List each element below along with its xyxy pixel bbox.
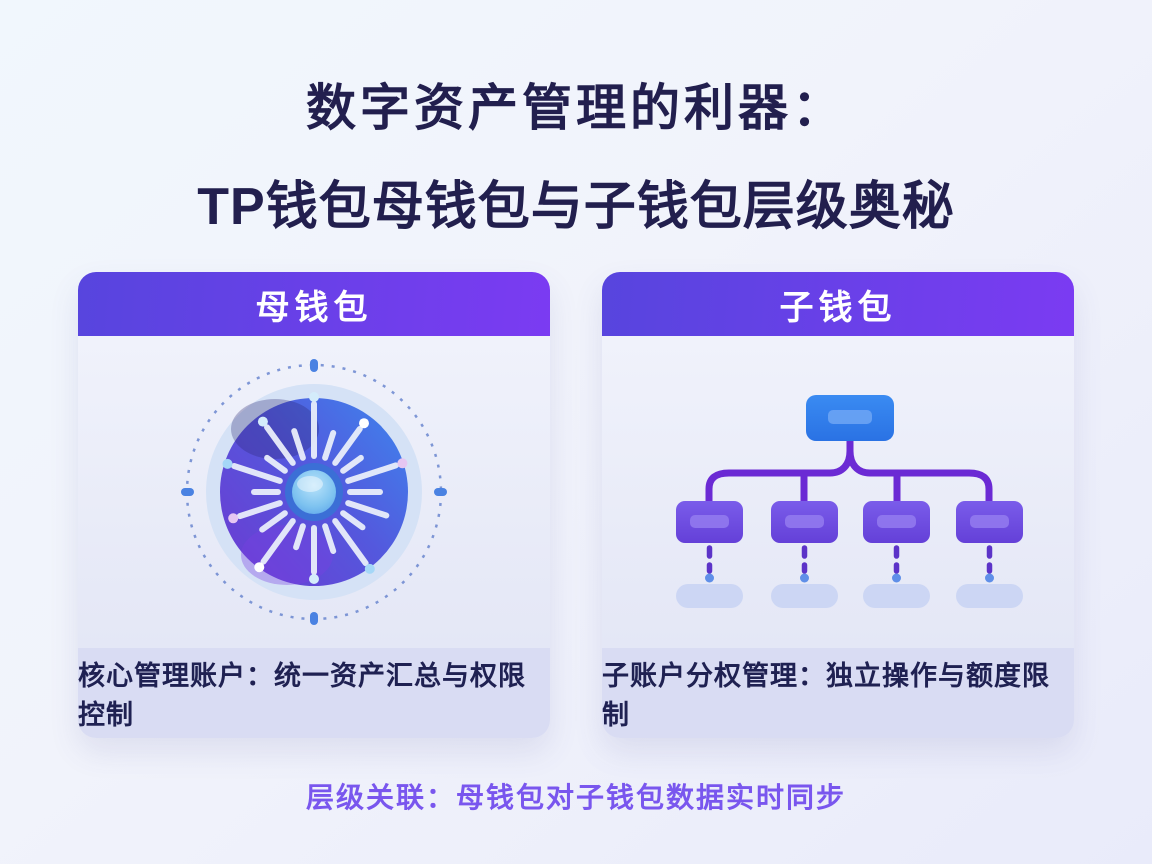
child-wallet-nodes bbox=[676, 501, 1023, 543]
ghost-node-3 bbox=[863, 584, 930, 608]
ghost-wallet-nodes bbox=[676, 584, 1023, 608]
hub-spoke-icon bbox=[181, 359, 447, 625]
connector-left-outer bbox=[705, 437, 854, 507]
child-wallet-header: 子钱包 bbox=[602, 272, 1074, 336]
center-hub-core bbox=[292, 470, 336, 514]
orbit-dot-top bbox=[310, 359, 318, 372]
child-wallet-body bbox=[602, 336, 1074, 648]
connector-right-outer bbox=[846, 437, 993, 507]
disc-purple-patch bbox=[241, 525, 333, 585]
ghost-node-4 bbox=[956, 584, 1023, 608]
dashed-link-dot-3 bbox=[892, 573, 901, 583]
parent-wallet-header: 母钱包 bbox=[78, 272, 550, 336]
parent-wallet-caption: 核心管理账户：统一资产汇总与权限控制 bbox=[78, 648, 550, 738]
ghost-node-1 bbox=[676, 584, 743, 608]
center-highlight bbox=[297, 476, 323, 492]
child-wallet-card: 子钱包 bbox=[602, 272, 1074, 738]
tree-hierarchy-icon bbox=[676, 395, 1023, 608]
ghost-node-2 bbox=[771, 584, 838, 608]
child-node-1-bar bbox=[690, 515, 729, 528]
page-title-line2: TP钱包母钱包与子钱包层级奥秘 bbox=[197, 178, 955, 236]
child-node-3-bar bbox=[877, 515, 916, 528]
orbit-dot-bottom bbox=[310, 612, 318, 625]
spoke-tip-dots bbox=[222, 392, 408, 584]
parent-wallet-body bbox=[78, 336, 550, 648]
dashed-link-dot-1 bbox=[705, 573, 714, 583]
page-title-line1: 数字资产管理的利器： bbox=[306, 80, 846, 136]
page-title: 数字资产管理的利器： TP钱包母钱包与子钱包层级奥秘 bbox=[0, 68, 1152, 239]
child-node-2-bar bbox=[785, 515, 824, 528]
sync-dashed-links bbox=[705, 545, 994, 583]
dashed-link-dot-2 bbox=[800, 573, 809, 583]
parent-wallet-card: 母钱包 bbox=[78, 272, 550, 738]
orbit-dot-left bbox=[181, 488, 194, 496]
orbit-dot-right bbox=[434, 488, 447, 496]
dashed-link-dot-4 bbox=[985, 573, 994, 583]
radial-spokes bbox=[231, 401, 399, 575]
child-node-4-bar bbox=[970, 515, 1009, 528]
hierarchy-sync-footnote: 层级关联：母钱包对子钱包数据实时同步 bbox=[305, 782, 846, 813]
disc-shade-patch bbox=[231, 399, 319, 459]
child-wallet-caption: 子账户分权管理：独立操作与额度限制 bbox=[602, 648, 1074, 738]
root-node-label-bar bbox=[828, 410, 872, 424]
